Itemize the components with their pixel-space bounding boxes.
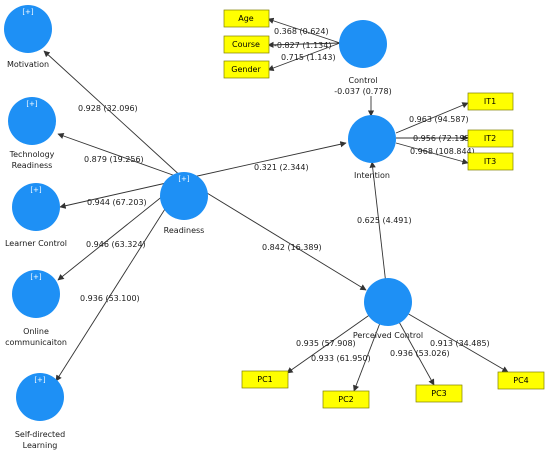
construct-perceived-control[interactable]: Perceived Control <box>353 278 423 340</box>
indicator-it1[interactable]: IT1 <box>467 92 514 111</box>
indicator-gender[interactable]: Gender <box>223 60 270 79</box>
path-label-intention-it3: 0.968 (108.844) <box>410 147 475 156</box>
expand-marker[interactable]: [+] <box>30 186 42 194</box>
expand-marker[interactable]: [+] <box>22 8 34 16</box>
construct-self-directed-learning[interactable]: [+] Self-directed Learning <box>15 373 65 450</box>
path-label-readiness-tech: 0.879 (19.256) <box>84 155 144 164</box>
indicator-label: IT2 <box>484 134 496 143</box>
indicator-pc1[interactable]: PC1 <box>241 370 289 389</box>
indicator-it3[interactable]: IT3 <box>467 152 514 171</box>
expand-marker[interactable]: [+] <box>26 100 38 108</box>
indicator-box[interactable] <box>322 390 370 409</box>
edge-readiness-tech <box>57 132 185 180</box>
edge-control-age <box>267 17 341 44</box>
indicator-box[interactable] <box>223 9 270 28</box>
construct-readiness[interactable]: [+] Readiness <box>160 172 208 235</box>
construct-intention[interactable]: Intention <box>348 115 396 180</box>
construct-circle[interactable] <box>339 20 387 68</box>
indicator-label: Course <box>232 40 260 49</box>
path-label-control-gender: 0.715 (1.143) <box>281 53 336 62</box>
indicator-pc4[interactable]: PC4 <box>497 371 545 390</box>
construct-circle[interactable] <box>348 115 396 163</box>
indicator-label: PC3 <box>431 389 447 398</box>
indicator-box[interactable] <box>223 60 270 79</box>
construct-technology-readiness[interactable]: [+] Technology Readiness <box>8 97 56 170</box>
construct-motivation[interactable]: [+] Motivation <box>4 5 52 69</box>
path-label-readiness-intention: 0.321 (2.344) <box>254 163 309 172</box>
edge-intention-it1 <box>395 102 469 134</box>
indicator-label: IT3 <box>484 157 496 166</box>
path-label-pc-pc1: 0.935 (57.908) <box>296 339 356 348</box>
indicator-label: IT1 <box>484 97 496 106</box>
construct-label-line: Readiness <box>12 161 53 170</box>
construct-circle[interactable] <box>160 172 208 220</box>
path-labels: 0.928 (32.096) 0.879 (19.256) 0.944 (67.… <box>78 27 490 363</box>
construct-label-line: Motivation <box>7 60 49 69</box>
expand-marker[interactable]: [+] <box>30 273 42 281</box>
construct-label-line: Readiness <box>164 226 205 235</box>
indicator-box[interactable] <box>223 35 270 54</box>
indicator-box[interactable] <box>467 129 514 148</box>
edge-intention-it3 <box>395 142 469 165</box>
indicator-box[interactable] <box>241 370 289 389</box>
construct-learner-control[interactable]: [+] Learner Control <box>5 183 67 248</box>
construct-r2-value: -0.037 (0.778) <box>334 87 391 96</box>
construct-label-line: Online <box>23 327 49 336</box>
indicator-label: PC2 <box>338 395 354 404</box>
path-label-readiness-selfdir: 0.936 (53.100) <box>80 294 140 303</box>
construct-circle[interactable] <box>364 278 412 326</box>
path-label-readiness-learner: 0.944 (67.203) <box>87 198 147 207</box>
edge-control-gender <box>267 42 341 71</box>
edge-readiness-selfdir <box>55 178 185 382</box>
edge-readiness-motivation <box>43 50 185 180</box>
expand-marker[interactable]: [+] <box>34 376 46 384</box>
construct-label-line: Control <box>349 76 378 85</box>
construct-circle[interactable] <box>8 97 56 145</box>
construct-label-line: Self-directed <box>15 430 65 439</box>
path-label-pc-pc2: 0.933 (61.950) <box>311 354 371 363</box>
path-label-readiness-pc: 0.842 (16.389) <box>262 243 322 252</box>
indicator-pc2[interactable]: PC2 <box>322 390 370 409</box>
indicator-label: PC1 <box>257 375 273 384</box>
indicator-label: PC4 <box>513 376 529 385</box>
indicator-box[interactable] <box>467 152 514 171</box>
path-label-pc-pc3: 0.936 (53.026) <box>390 349 450 358</box>
construct-online-communication[interactable]: [+] Online communicaiton <box>5 270 67 347</box>
construct-label-line: Learning <box>23 441 58 450</box>
indicator-pc3[interactable]: PC3 <box>415 384 463 403</box>
construct-label-line: communicaiton <box>5 338 67 347</box>
indicator-label: Gender <box>231 65 261 74</box>
edge-readiness-intention <box>183 141 347 180</box>
indicator-label: Age <box>238 14 254 23</box>
path-label-pc-pc4: 0.913 (34.485) <box>430 339 490 348</box>
path-label-control-course: -0.827 (1.134) <box>274 41 331 50</box>
edge-control-course <box>267 41 341 48</box>
path-label-control-age: 0.368 (0.624) <box>274 27 329 36</box>
path-label-pc-intention: 0.625 (4.491) <box>357 216 412 225</box>
expand-marker[interactable]: [+] <box>178 175 190 183</box>
construct-label-line: Learner Control <box>5 239 67 248</box>
edge-readiness-pc <box>183 178 367 291</box>
edge-readiness-learner <box>59 178 185 209</box>
construct-label-line: Technology <box>9 150 55 159</box>
path-label-readiness-online: 0.946 (63.324) <box>86 240 146 249</box>
path-label-intention-it1: 0.963 (94.587) <box>409 115 469 124</box>
indicator-box[interactable] <box>467 92 514 111</box>
construct-circle[interactable] <box>12 183 60 231</box>
indicator-box[interactable] <box>497 371 545 390</box>
edges <box>43 17 509 392</box>
indicator-course[interactable]: Course <box>223 35 270 54</box>
construct-control[interactable]: Control -0.037 (0.778) <box>334 20 392 96</box>
construct-circle[interactable] <box>4 5 52 53</box>
construct-label-line: Perceived Control <box>353 331 423 340</box>
construct-circle[interactable] <box>16 373 64 421</box>
construct-label-line: Intention <box>354 171 390 180</box>
indicator-box[interactable] <box>415 384 463 403</box>
path-label-readiness-motivation: 0.928 (32.096) <box>78 104 138 113</box>
construct-circle[interactable] <box>12 270 60 318</box>
indicator-it2[interactable]: IT2 <box>467 129 514 148</box>
path-label-intention-it2: 0.956 (72.195) <box>413 134 473 143</box>
indicator-age[interactable]: Age <box>223 9 270 28</box>
